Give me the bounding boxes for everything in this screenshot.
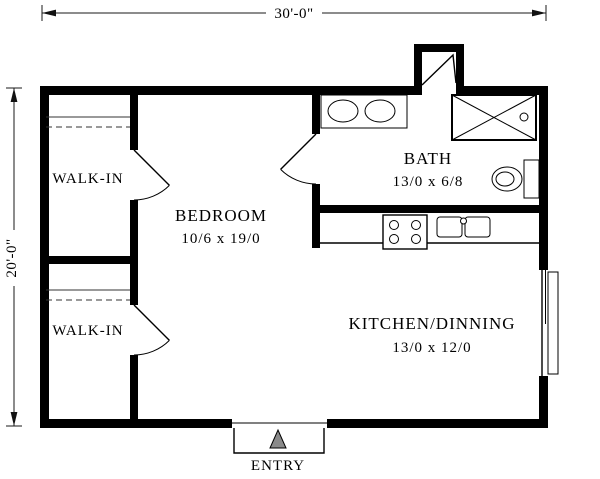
walkin-top-door (133, 149, 170, 201)
burner-icon (389, 220, 399, 230)
closet-wall-upper (130, 86, 138, 150)
bedroom-wall-lower (312, 184, 320, 248)
entry-arrow-icon (269, 428, 287, 449)
right-wall-lower (539, 376, 548, 428)
dimension-left: 20'-0" (4, 87, 22, 427)
toilet-tank (523, 159, 540, 199)
dim-arrow-right (532, 9, 546, 17)
walkin-bottom-label: WALK-IN (52, 323, 123, 339)
entry-label: ENTRY (251, 458, 305, 474)
closet-divider-wall (40, 256, 138, 264)
toilet-bowl-inner (495, 171, 515, 187)
bump-wall-top (414, 44, 464, 52)
kitchen-fixtures (320, 214, 559, 376)
bedroom-wall-upper (312, 86, 320, 134)
top-wall-right (456, 86, 548, 95)
dim-arrow-left (42, 9, 56, 17)
entry (232, 422, 327, 454)
dimension-height-label: 20'-0" (4, 238, 20, 277)
sink-left-icon (327, 99, 359, 123)
entry-vestibule (233, 428, 325, 454)
doors (133, 53, 457, 356)
closet-shelves (46, 116, 130, 301)
patio-slider (541, 270, 559, 376)
walkin-bottom-door (133, 304, 170, 356)
bedroom-label: BEDROOM (175, 206, 267, 225)
bath-bottom-wall (312, 205, 548, 213)
utility-bump-door (421, 53, 457, 86)
burner-icon (389, 234, 399, 244)
stove (382, 214, 428, 250)
walkin-top-label: WALK-IN (52, 171, 123, 187)
bath-label: BATH (404, 149, 452, 168)
shower-drain-icon (519, 112, 529, 122)
dimension-top: 30'-0" (41, 5, 547, 22)
dimension-width-label: 30'-0" (274, 6, 313, 22)
bath-door (280, 133, 317, 185)
bath-fixtures (320, 94, 540, 199)
bath-size-label: 13/0 x 6/8 (393, 174, 464, 190)
kitchen-sink-bowl-right (464, 216, 491, 238)
kitchen-sink-bowl-left (436, 216, 463, 238)
dim-arrow-down (10, 412, 18, 426)
walls (40, 44, 548, 428)
closet-wall-middle (130, 200, 138, 305)
right-wall-upper (539, 86, 548, 270)
bump-wall-left (414, 44, 422, 88)
kitchen-label: KITCHEN/DINNING (348, 314, 515, 333)
shower-diagonal-2 (451, 94, 537, 141)
closet-wall-lower (130, 355, 138, 428)
burner-icon (411, 220, 421, 230)
burner-icon (411, 234, 421, 244)
slider-outer-frame (547, 271, 559, 375)
room-labels: WALK-IN WALK-IN BEDROOM 10/6 x 19/0 BATH… (52, 149, 515, 474)
vanity-counter (320, 94, 408, 129)
sink-right-icon (364, 99, 396, 123)
kitchen-size-label: 13/0 x 12/0 (392, 340, 471, 356)
top-wall-left (40, 86, 422, 95)
bottom-wall-right (327, 419, 548, 428)
dim-arrow-up (10, 88, 18, 102)
faucet-icon (460, 217, 467, 225)
bedroom-size-label: 10/6 x 19/0 (181, 231, 260, 247)
bump-wall-right (456, 44, 464, 88)
